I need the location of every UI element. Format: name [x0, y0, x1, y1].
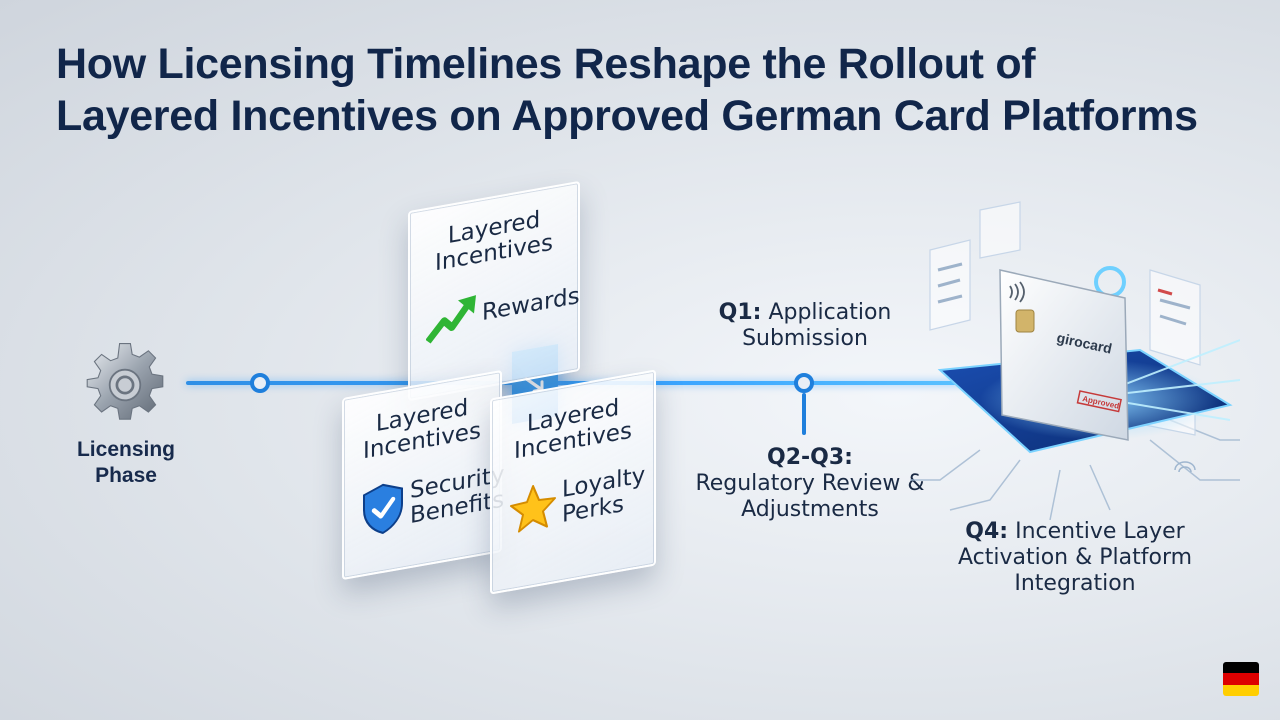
- shield-check-icon: [363, 483, 403, 534]
- panel-lines: [937, 262, 1191, 326]
- card-body-label: Loyalty Perks: [562, 462, 645, 528]
- milestone-line-2: Submission: [742, 326, 868, 351]
- phase-label-line-2: Phase: [95, 464, 157, 487]
- contactless-icon: [1009, 281, 1025, 303]
- milestone-line-2: Adjustments: [741, 497, 879, 522]
- milestone-line-1: Application: [768, 300, 892, 325]
- card-heading: Layered Incentives: [508, 393, 638, 466]
- flag-stripe-black: [1223, 662, 1259, 674]
- approved-stamp: [1076, 390, 1122, 413]
- panel-bars: [1157, 288, 1173, 296]
- milestone-line-2: Activation & Platform: [957, 545, 1193, 570]
- flag-stripe-red: [1223, 673, 1259, 685]
- title-line-2: Layered Incentives on Approved German Ca…: [56, 92, 1198, 140]
- timeline-node-q1: [794, 373, 814, 393]
- milestone-line-1: Incentive Layer: [1015, 519, 1185, 544]
- milestone-key: Q2-Q3:: [767, 445, 853, 470]
- phase-label-line-1: Licensing: [76, 438, 176, 461]
- timeline-node-start: [250, 373, 270, 393]
- card-body-label: Rewards: [482, 282, 580, 326]
- card-heading: Layered Incentives: [426, 204, 562, 278]
- incentive-card-rewards: Layered Incentives Rewards: [408, 180, 580, 402]
- title-line-1: How Licensing Timelines Reshape the Roll…: [56, 40, 1036, 88]
- milestone-q2-q3: Q2-Q3: Regulatory Review & Adjustments: [690, 445, 930, 523]
- star-icon: [510, 485, 556, 533]
- fingerprint-icon: [1174, 461, 1196, 473]
- card-body: Rewards: [426, 276, 580, 346]
- card-heading: Layered Incentives: [360, 393, 484, 465]
- milestone-line-1: Regulatory Review &: [695, 471, 925, 496]
- milestone-q4: Q4: Incentive Layer Activation & Platfor…: [950, 519, 1200, 597]
- timeline-stem-q2-q3: [802, 393, 806, 435]
- card-body: Security Benefits: [360, 461, 504, 539]
- flag-stripe-gold: [1223, 684, 1259, 696]
- milestone-q1: Q1: Application Submission: [700, 300, 910, 352]
- milestone-key: Q4:: [965, 519, 1009, 544]
- page-title: How Licensing Timelines Reshape the Roll…: [56, 38, 1236, 142]
- incentive-card-loyalty: Layered Incentives Loyalty Perks: [490, 369, 656, 595]
- card-platform-illustration: girocard Approved: [910, 201, 1240, 520]
- licensing-phase-label: Licensing Phase: [62, 437, 190, 489]
- growth-arrow-icon: [426, 295, 476, 344]
- card-body: Loyalty Perks: [508, 462, 645, 538]
- card-chip: [1015, 309, 1035, 333]
- light-streaks: [1109, 339, 1240, 421]
- milestone-key: Q1:: [718, 300, 762, 325]
- milestone-line-3: Integration: [1014, 571, 1136, 596]
- gear-icon: [86, 343, 164, 420]
- incentive-card-security: Layered Incentives Security Benefits: [342, 369, 504, 581]
- circuit-lines: [910, 419, 1240, 520]
- german-flag-icon: [1223, 662, 1259, 696]
